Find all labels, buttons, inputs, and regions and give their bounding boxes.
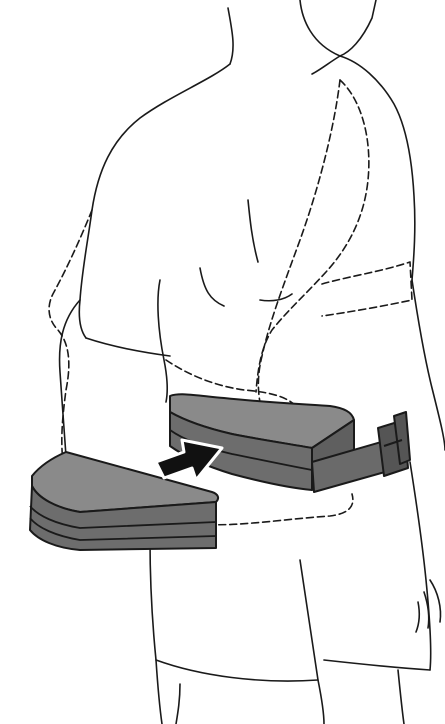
right-torso-outline: [412, 280, 445, 450]
left-torso-outline: [158, 280, 167, 402]
sternum-line: [248, 200, 258, 262]
left-shoulder-outline: [79, 64, 230, 338]
shoulder-strap-dashed: [256, 80, 369, 392]
chest-line: [200, 268, 292, 306]
shorts-left-outline: [150, 540, 162, 724]
legs-outline: [176, 670, 404, 724]
chest-strap-dashed: [322, 262, 412, 316]
buckle-icon: [378, 412, 410, 476]
jaw-outline: [312, 56, 340, 74]
shorts-right-outline: [410, 462, 431, 670]
arrow-right-icon: [156, 440, 222, 480]
right-shoulder-outline: [340, 56, 415, 280]
fingers-outline: [416, 580, 441, 632]
person-figure: [60, 0, 445, 724]
neck-outline: [228, 0, 376, 64]
shorts-hem-outline: [156, 660, 430, 681]
mounted-cushion: [170, 394, 410, 492]
forearm-outline: [60, 300, 170, 456]
shorts-crotch-outline: [300, 560, 324, 724]
back-strap-dashed: [258, 80, 340, 418]
